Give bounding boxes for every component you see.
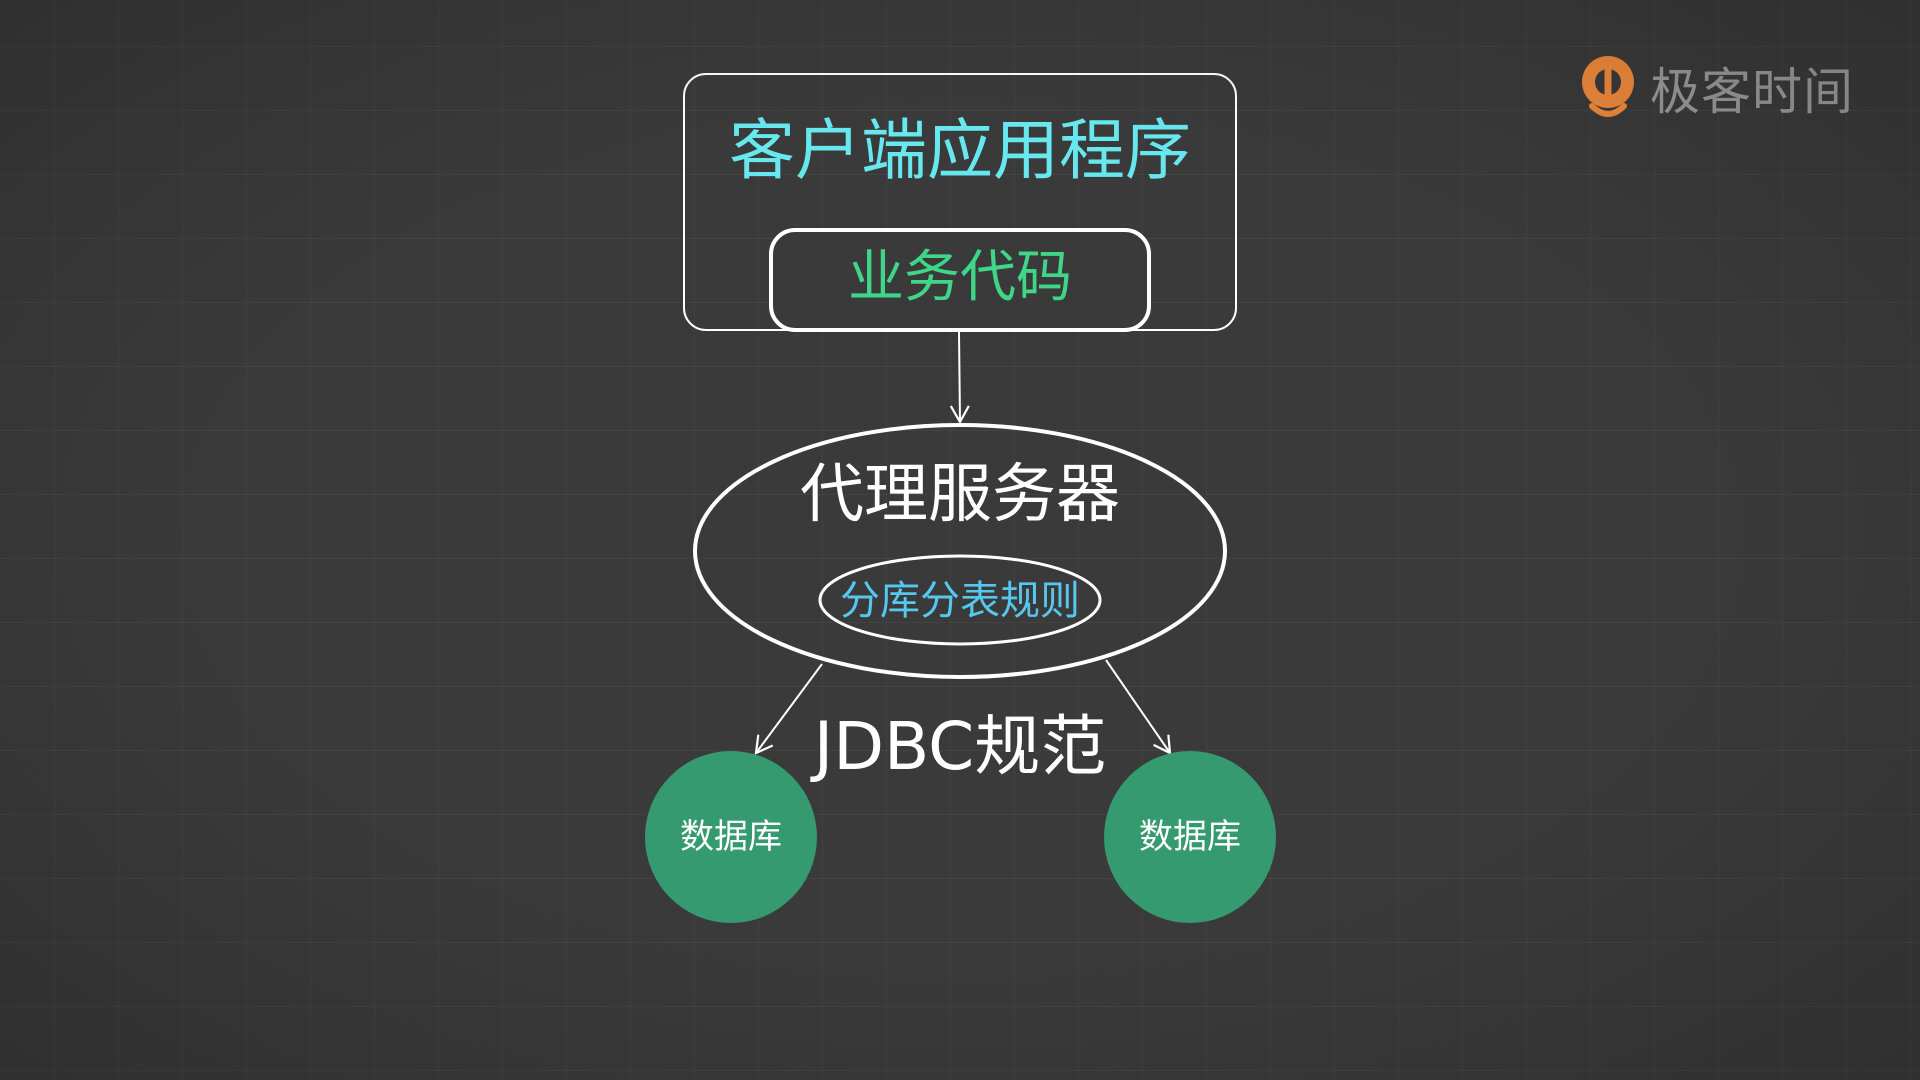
sharding-rules-label: 分库分表规则 — [840, 578, 1080, 624]
client-app-title: 客户端应用程序 — [729, 112, 1191, 189]
jdbc-spec-label: JDBC规范 — [813, 708, 1107, 785]
brand-logo: 极客时间 — [1578, 52, 1854, 124]
business-code-label: 业务代码 — [848, 245, 1072, 310]
arrow-to-proxy — [949, 331, 970, 425]
sharding-rules-ellipse — [818, 554, 1102, 646]
arrow-to-database-right — [1105, 659, 1172, 755]
database-label-left: 数据库 — [680, 817, 782, 857]
brand-name: 极客时间 — [1650, 63, 1854, 121]
proxy-server-label: 代理服务器 — [800, 458, 1120, 532]
business-code-box — [769, 228, 1151, 332]
database-node-right — [1104, 751, 1276, 923]
database-node-left — [645, 751, 817, 923]
proxy-server-ellipse — [693, 423, 1227, 679]
database-label-right: 数据库 — [1139, 817, 1241, 857]
arrow-to-database-left — [754, 663, 823, 755]
geektime-logo-icon — [1582, 56, 1634, 117]
